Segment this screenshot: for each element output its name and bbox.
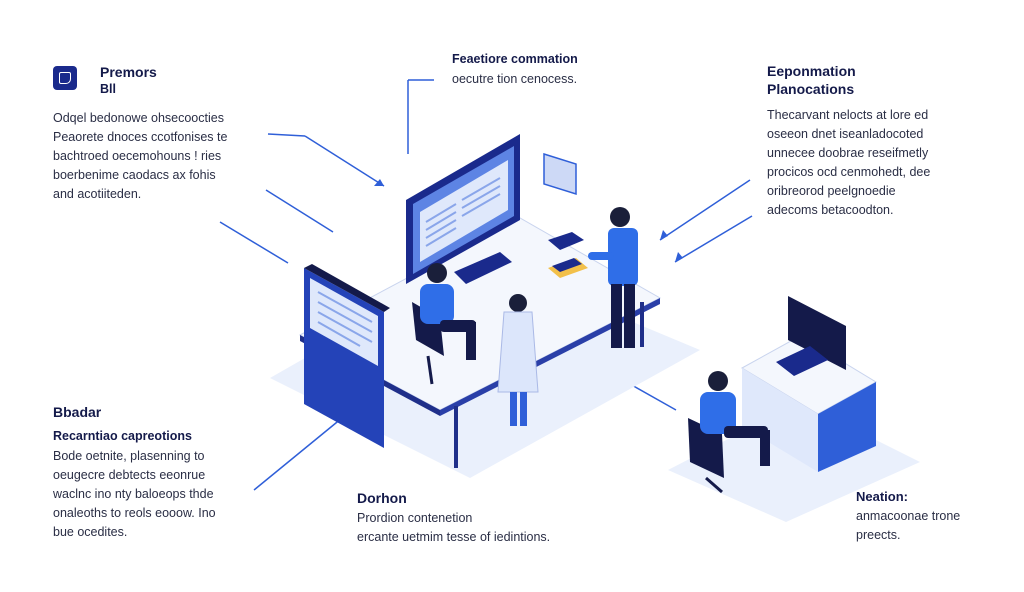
bottom-right-description: anmacoonae trone preects. <box>856 507 960 545</box>
text-line: Bode oetnite, plasenning to <box>53 449 205 463</box>
text-line: Thecarvant nelocts at lore ed <box>767 108 929 122</box>
bottom-left-subtitle: Recarntiao capreotions <box>53 429 192 443</box>
top-center-title: Feaetiore commation <box>452 52 578 66</box>
top-right-title: Eeponmation <box>767 63 856 79</box>
text-line: adecoms betacoodton. <box>767 203 894 217</box>
text-line: waclnc ino nty baloeops thde <box>53 487 214 501</box>
person-seated <box>412 263 476 385</box>
text-line: ercante uetmim tesse of iedintions. <box>357 530 551 544</box>
floating-tablet <box>543 152 577 196</box>
top-left-description: Odqel bedonowe ohsecoocties Peaorete dno… <box>53 109 227 204</box>
text-line: procicos ocd cenmohedt, dee <box>767 165 931 179</box>
monitor-large <box>406 134 520 284</box>
bottom-left-title: Bbadar <box>53 404 102 420</box>
person-right <box>688 371 770 494</box>
display-panel-left <box>304 264 390 448</box>
text-line: boerbenime caodacs ax fohis <box>53 168 216 182</box>
text-line: Peaorete dnoces ccotfonises te <box>53 130 228 144</box>
bottom-center-description: Prordion contenetion ercante uetmim tess… <box>357 509 550 547</box>
top-right-description: Thecarvant nelocts at lore ed oseeon dne… <box>767 106 930 220</box>
text-line: Odqel bedonowe ohsecoocties <box>53 111 224 125</box>
person-labcoat <box>497 294 539 426</box>
text-line: and acotiiteden. <box>53 187 142 201</box>
text-line: bue ocedites. <box>53 525 128 539</box>
bottom-right-title: Neation: <box>856 489 908 504</box>
keyboard <box>454 252 512 284</box>
text-line: oeugecre debtects eeonrue <box>53 468 206 482</box>
text-line: bachtroed oecemohouns ! ries <box>53 149 222 163</box>
monitor-right <box>788 296 846 370</box>
text-line: anmacoonae trone <box>856 509 961 523</box>
bottom-center-title: Dorhon <box>357 490 407 506</box>
text-line: Prordion contenetion <box>357 511 473 525</box>
text-line: oseeon dnet iseanladocoted <box>767 127 924 141</box>
top-left-title2: Bll <box>100 82 116 96</box>
app-logo-icon <box>53 66 77 90</box>
bottom-left-description: Bode oetnite, plasenning to oeugecre deb… <box>53 447 216 542</box>
person-standing <box>588 207 638 348</box>
text-line: onaleoths to reols eooow. Ino <box>53 506 216 520</box>
top-center-line: oecutre tion cenocess. <box>452 72 578 86</box>
text-line: preects. <box>856 528 901 542</box>
text-line: oribreorod peelgnoedie <box>767 184 896 198</box>
text-line: unnecee doobrae reseifmetly <box>767 146 929 160</box>
top-left-title: Premors <box>100 64 157 80</box>
top-right-title2: Planocations <box>767 81 855 97</box>
